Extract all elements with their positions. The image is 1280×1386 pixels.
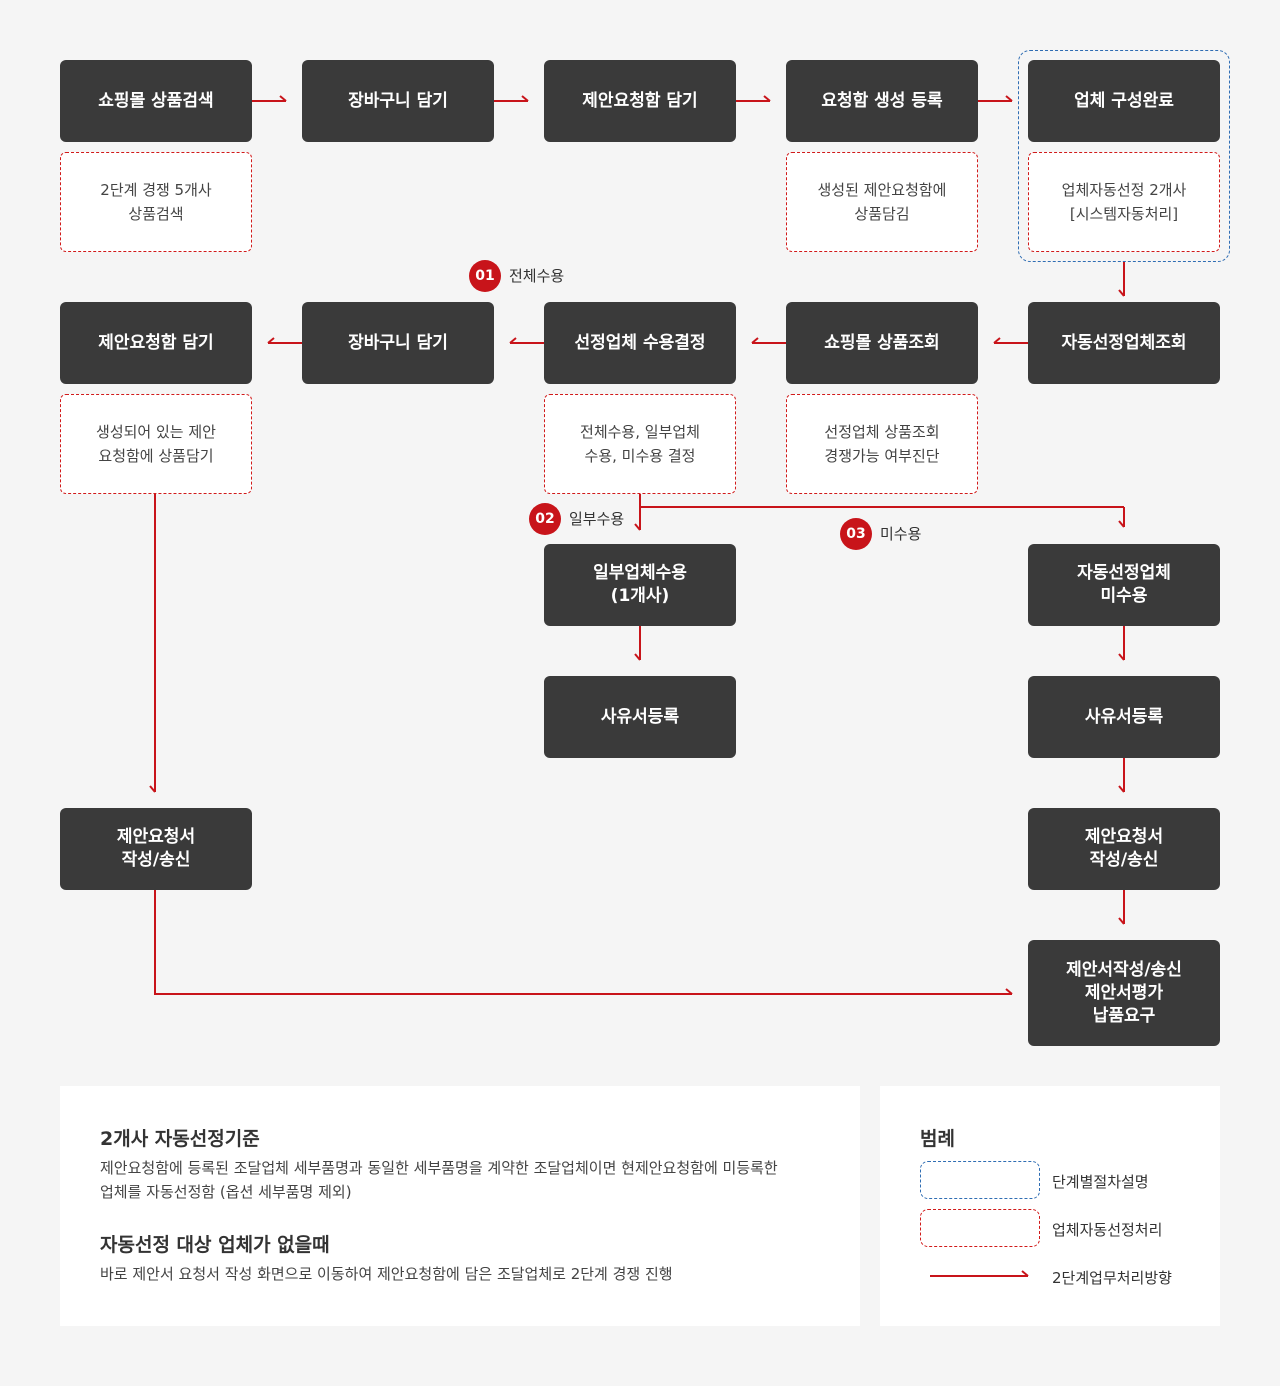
legend-arrow-icon <box>930 1270 1029 1277</box>
step-partial-vendor-accept: 일부업체수용 (1개사) <box>544 544 736 626</box>
legend-label-auto-selection: 업체자동선정처리 <box>1052 1221 1163 1239</box>
badge-partial-accept: 02 <box>529 503 561 535</box>
step-reason-register-partial: 사유서등록 <box>544 676 736 758</box>
criteria-title-1: 2개사 자동선정기준 <box>100 1128 260 1150</box>
criteria-panel: 2개사 자동선정기준 제안요청함에 등록된 조달업체 세부품명과 동일한 세부품… <box>60 1086 860 1326</box>
step-add-to-request-box-2: 제안요청함 담기 <box>60 302 252 384</box>
auto-selection-group-outline <box>1018 50 1230 262</box>
label-reject: 미수용 <box>880 525 922 543</box>
note-acceptance-decision: 전체수용, 일부업체 수용, 미수용 결정 <box>544 394 736 494</box>
step-reason-register-reject: 사유서등록 <box>1028 676 1220 758</box>
legend-label-step-description: 단계별절차설명 <box>1052 1173 1149 1191</box>
step-shopping-search: 쇼핑몰 상품검색 <box>60 60 252 142</box>
note-auto-vendor-selection: 업체자동선정 2개사 [시스템자동처리] <box>1028 152 1220 252</box>
step-proposal-request-left: 제안요청서 작성/송신 <box>60 808 252 890</box>
legend-title: 범례 <box>920 1128 955 1150</box>
step-register-request-box: 요청함 생성 등록 <box>786 60 978 142</box>
legend-panel: 범례 단계별절차설명 업체자동선정처리 2단계업무처리방향 <box>880 1086 1220 1326</box>
badge-full-accept: 01 <box>469 260 501 292</box>
criteria-title-2: 자동선정 대상 업체가 없을때 <box>100 1234 330 1256</box>
step-final-proposal-evaluation-delivery: 제안서작성/송신 제안서평가 납품요구 <box>1028 940 1220 1046</box>
note-add-to-existing-request-box: 생성되어 있는 제안 요청함에 상품담기 <box>60 394 252 494</box>
step-add-to-cart-2: 장바구니 담기 <box>302 302 494 384</box>
criteria-text-1: 제안요청함에 등록된 조달업체 세부품명과 동일한 세부품명을 계약한 조달업체… <box>100 1159 778 1201</box>
step-auto-vendor-lookup: 자동선정업체조회 <box>1028 302 1220 384</box>
legend-swatch-red <box>920 1209 1040 1247</box>
legend-label-process-direction: 2단계업무처리방향 <box>1052 1269 1172 1287</box>
criteria-text-2: 바로 제안서 요청서 작성 화면으로 이동하여 제안요청함에 담은 조달업체로 … <box>100 1265 673 1283</box>
step-add-to-cart: 장바구니 담기 <box>302 60 494 142</box>
note-product-lookup: 선정업체 상품조회 경쟁가능 여부진단 <box>786 394 978 494</box>
step-vendor-composition-complete: 업체 구성완료 <box>1028 60 1220 142</box>
step-auto-vendor-reject: 자동선정업체 미수용 <box>1028 544 1220 626</box>
step-add-to-request-box: 제안요청함 담기 <box>544 60 736 142</box>
badge-reject: 03 <box>840 518 872 550</box>
step-vendor-acceptance-decision: 선정업체 수용결정 <box>544 302 736 384</box>
label-full-accept: 전체수용 <box>509 267 565 285</box>
note-shopping-search: 2단계 경쟁 5개사 상품검색 <box>60 152 252 252</box>
label-partial-accept: 일부수용 <box>569 510 625 528</box>
legend-swatch-blue <box>920 1161 1040 1199</box>
step-shopping-product-lookup: 쇼핑몰 상품조회 <box>786 302 978 384</box>
step-proposal-request-right: 제안요청서 작성/송신 <box>1028 808 1220 890</box>
note-request-box-created: 생성된 제안요청함에 상품담김 <box>786 152 978 252</box>
